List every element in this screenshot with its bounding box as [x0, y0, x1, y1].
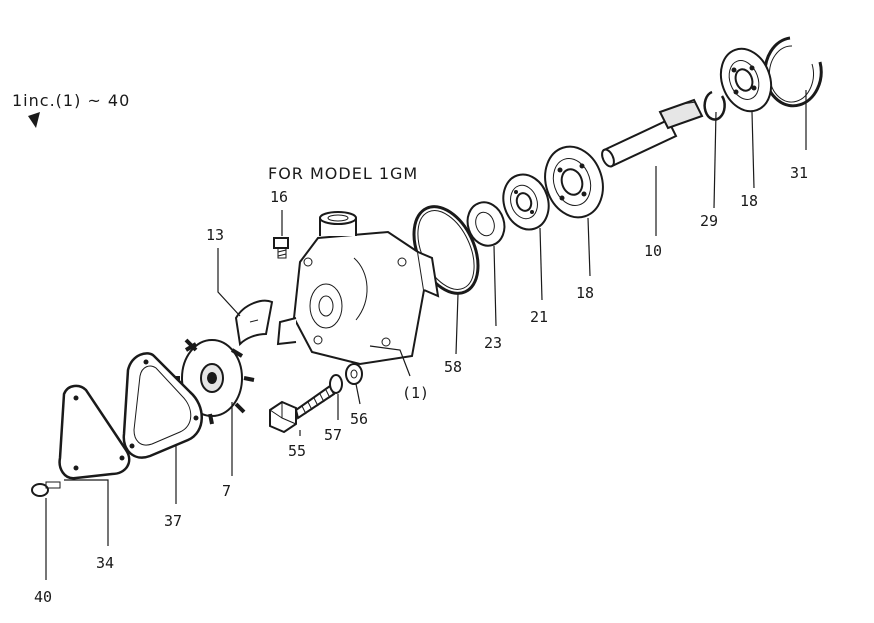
part-10-pump-shaft [601, 98, 704, 168]
part-18-bearing-rear [719, 47, 773, 113]
part-55-bolt [269, 384, 336, 434]
label-29: 29 [700, 212, 718, 230]
label-13: 13 [206, 226, 224, 244]
part-21-bearing [502, 173, 550, 231]
part-16-plug-bolt [273, 237, 289, 259]
part-13-cam [234, 299, 274, 347]
label-21: 21 [530, 308, 548, 326]
label-37: 37 [164, 512, 182, 530]
part-7-impeller [168, 338, 255, 425]
inclusion-note: 1inc.(1) ~ 40 [12, 91, 130, 110]
label-23: 23 [484, 334, 502, 352]
label-31: 31 [790, 164, 808, 182]
label-16: 16 [270, 188, 288, 206]
leader-lines [45, 90, 807, 580]
label-34: 34 [96, 554, 114, 572]
model-title: FOR MODEL 1GM [268, 164, 418, 183]
part-1-pump-housing [276, 211, 440, 366]
label-57: 57 [324, 426, 342, 444]
part-23-oil-seal [466, 201, 506, 247]
label-58: 58 [444, 358, 462, 376]
label-40: 40 [34, 588, 52, 606]
part-57-spring-washer [329, 374, 343, 394]
part-40-cover-screw [31, 481, 61, 497]
label-18-rear: 18 [740, 192, 758, 210]
label-10: 10 [644, 242, 662, 260]
part-29-circlip [703, 90, 726, 121]
part-37-gasket [122, 352, 203, 459]
label-18-front: 18 [576, 284, 594, 302]
label-55: 55 [288, 442, 306, 460]
part-56-washer [345, 363, 363, 385]
label-56: 56 [350, 410, 368, 428]
part-34-pump-cover [58, 384, 131, 480]
label-7: 7 [222, 482, 231, 500]
part-31-snap-ring [763, 36, 823, 108]
arrow-down-left-icon [28, 112, 40, 128]
label-1: (1) [402, 384, 429, 402]
part-18-bearing-front [544, 145, 604, 219]
